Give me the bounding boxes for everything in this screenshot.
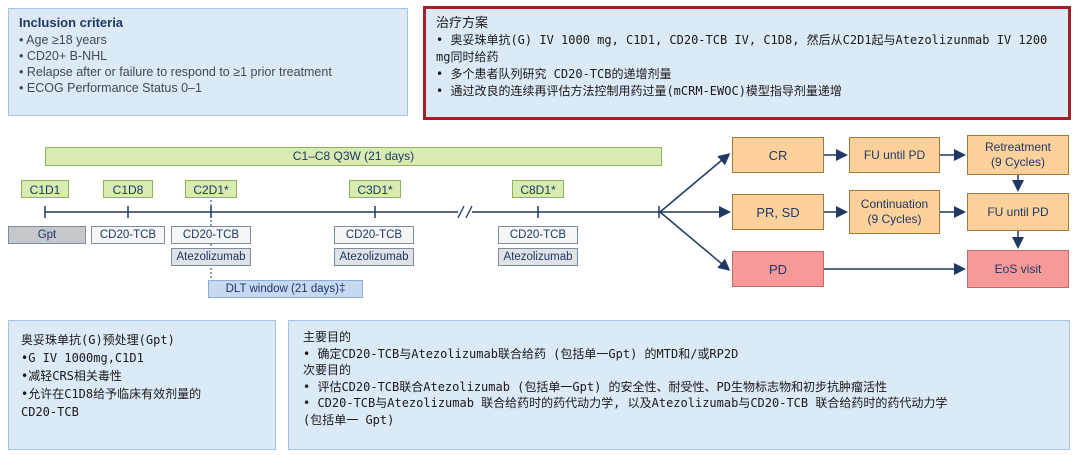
day-label: C1D1 xyxy=(21,180,69,198)
retreatment-label: Retreatment xyxy=(984,140,1052,154)
pretreatment-item: •允许在C1D8给予临床有效剂量的 xyxy=(21,387,202,401)
drug-cd20-tcb: CD20-TCB xyxy=(498,226,578,244)
drug-cd20-tcb: CD20-TCB xyxy=(171,226,251,244)
continuation-box: Continuation (9 Cycles) xyxy=(849,190,940,234)
fu-until-pd-box-2: FU until PD xyxy=(967,193,1069,231)
inclusion-item: CD20+ B-NHL xyxy=(19,48,397,64)
primary-objective: 确定CD20-TCB与Atezolizumab联合给药 (包括单一Gpt) 的M… xyxy=(303,346,1055,363)
treatment-plan-box: 治疗方案 奥妥珠单抗(G) IV 1000 mg, C1D1, CD20-TCB… xyxy=(423,6,1071,120)
eos-visit-label: EoS visit xyxy=(994,262,1042,276)
secondary-objective-cont: (包括单一 Gpt) xyxy=(303,412,395,427)
retreatment-box: Retreatment (9 Cycles) xyxy=(967,135,1069,175)
fu-until-pd-label-2: FU until PD xyxy=(987,205,1049,219)
treatment-title: 治疗方案 xyxy=(436,16,489,31)
inclusion-item: Relapse after or failure to respond to ≥… xyxy=(19,64,397,80)
outcome-cr: CR xyxy=(732,137,824,173)
drug-cd20-tcb: CD20-TCB xyxy=(91,226,165,244)
day-label: C1D8 xyxy=(103,180,153,198)
drug-atezolizumab: Atezolizumab xyxy=(498,248,578,266)
inclusion-criteria-box: Inclusion criteria Age ≥18 years CD20+ B… xyxy=(8,8,408,116)
retreatment-cycles: (9 Cycles) xyxy=(990,155,1045,169)
drug-gpt: Gpt xyxy=(8,226,86,244)
outcome-pr-sd: PR, SD xyxy=(732,194,824,230)
outcome-pr-sd-label: PR, SD xyxy=(756,204,800,220)
pretreatment-box: 奥妥珠单抗(G)预处理(Gpt) •G IV 1000mg,C1D1 •减轻CR… xyxy=(8,320,276,450)
pretreatment-item: •减轻CRS相关毒性 xyxy=(21,369,122,383)
fu-until-pd-label: FU until PD xyxy=(863,148,926,162)
secondary-objective: CD20-TCB与Atezolizumab 联合给药时的药代动力学, 以及Ate… xyxy=(303,395,1055,412)
treatment-item: 多个患者队列研究 CD20-TCB的递增剂量 xyxy=(436,66,1058,83)
inclusion-item: ECOG Performance Status 0–1 xyxy=(19,80,397,96)
continuation-label: Continuation xyxy=(860,197,929,211)
drug-atezolizumab: Atezolizumab xyxy=(334,248,414,266)
treatment-item: 通过改良的连续再评估方法控制用药过量(mCRM-EWOC)模型指导剂量递增 xyxy=(436,83,1058,100)
day-label: C3D1* xyxy=(349,180,401,198)
cycle-bar: C1–C8 Q3W (21 days) xyxy=(45,147,662,166)
primary-objective-title: 主要目的 xyxy=(303,330,352,344)
inclusion-list: Age ≥18 years CD20+ B-NHL Relapse after … xyxy=(19,32,397,96)
outcome-pd: PD xyxy=(732,251,824,287)
pretreatment-title: 奥妥珠单抗(G)预处理(Gpt) xyxy=(21,333,175,347)
secondary-objective: 评估CD20-TCB联合Atezolizumab (包括单一Gpt) 的安全性、… xyxy=(303,379,1055,396)
eos-visit-box: EoS visit xyxy=(967,250,1069,288)
drug-atezolizumab: Atezolizumab xyxy=(171,248,251,266)
secondary-objective-title: 次要目的 xyxy=(303,363,352,377)
fu-until-pd-box: FU until PD xyxy=(849,137,940,173)
inclusion-title: Inclusion criteria xyxy=(19,15,124,30)
dlt-window: DLT window (21 days)‡ xyxy=(208,280,363,298)
treatment-item: 奥妥珠单抗(G) IV 1000 mg, C1D1, CD20-TCB IV, … xyxy=(436,32,1058,66)
outcome-cr-label: CR xyxy=(768,147,788,163)
pretreatment-item: CD20-TCB xyxy=(21,405,79,419)
continuation-cycles: (9 Cycles) xyxy=(867,212,922,226)
inclusion-item: Age ≥18 years xyxy=(19,32,397,48)
outcome-pd-label: PD xyxy=(768,261,788,277)
day-label: C2D1* xyxy=(185,180,237,198)
drug-cd20-tcb: CD20-TCB xyxy=(334,226,414,244)
pretreatment-item: •G IV 1000mg,C1D1 xyxy=(21,351,144,365)
objectives-box: 主要目的 确定CD20-TCB与Atezolizumab联合给药 (包括单一Gp… xyxy=(288,320,1070,450)
day-label: C8D1* xyxy=(512,180,564,198)
